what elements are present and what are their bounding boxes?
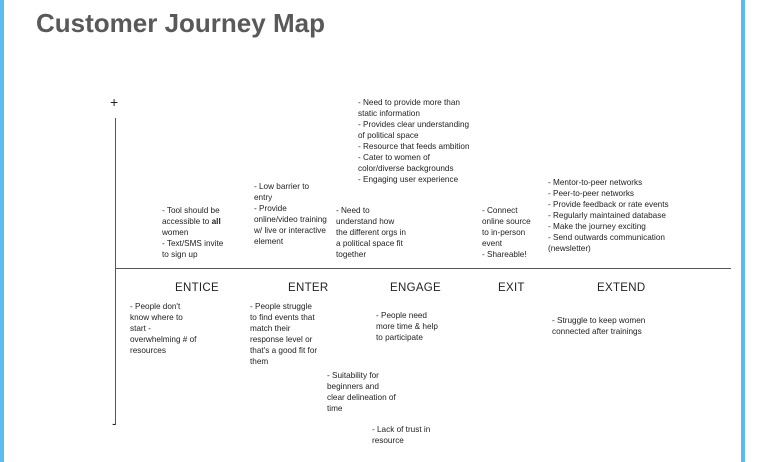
note-line: more time & help — [376, 322, 438, 331]
note-line: to in-person — [482, 228, 526, 237]
stage-exit: EXIT — [498, 282, 525, 294]
axis-plus-label: + — [110, 94, 119, 110]
stage-extend: EXTEND — [597, 282, 646, 294]
note-engage-negative-low: - Suitability for beginners and clear de… — [327, 370, 396, 414]
note-line: - Shareable! — [482, 250, 527, 259]
note-line: that's a good fit for — [250, 346, 318, 355]
note-line: - Provide feedback or rate events — [548, 200, 669, 209]
note-line: online/video training — [254, 215, 327, 224]
note-line: - People need — [376, 311, 427, 320]
note-line: resource — [372, 436, 404, 445]
note-line: - Engaging user experience — [358, 175, 459, 184]
note-entice-positive: - Tool should be accessible to all women… — [162, 205, 223, 260]
note-line: to sign up — [162, 250, 198, 259]
note-line: - Text/SMS invite — [162, 239, 224, 248]
note-line: - Provide — [254, 204, 287, 213]
note-entice-negative: - People don't know where to start - ove… — [130, 301, 196, 356]
note-line: understand how — [336, 217, 395, 226]
note-line: event — [482, 239, 503, 248]
note-line: start - — [130, 324, 151, 333]
note-line: beginners and — [327, 382, 379, 391]
note-enter-negative: - People struggle to find events that ma… — [250, 301, 317, 367]
note-line: - Connect — [482, 206, 518, 215]
vertical-axis — [115, 118, 116, 425]
note-line: - Mentor-to-peer networks — [548, 178, 643, 187]
note-line: w/ live or interactive — [254, 226, 326, 235]
note-line: response level or — [250, 335, 313, 344]
note-engage-positive-top: - Need to provide more than static infor… — [358, 97, 470, 185]
note-line: resources — [130, 346, 166, 355]
note-line: - Low barrier to — [254, 182, 310, 191]
note-engage-positive-low: - Need to understand how the different o… — [336, 205, 406, 260]
note-line: women — [162, 228, 189, 237]
note-line: - People don't — [130, 302, 181, 311]
note-enter-positive: - Low barrier to entry - Provide online/… — [254, 181, 327, 247]
note-line: (newsletter) — [548, 244, 591, 253]
note-line: accessible to all — [162, 217, 221, 226]
note-line: clear delineation of — [327, 393, 396, 402]
note-line: color/diverse backgrounds — [358, 164, 454, 173]
page-title: Customer Journey Map — [36, 8, 325, 38]
stage-entice: ENTICE — [175, 282, 219, 294]
axis-minus-label: - — [112, 415, 117, 431]
horizontal-axis — [115, 268, 731, 269]
right-border — [741, 0, 745, 462]
note-line: overwhelming # of — [130, 335, 197, 344]
note-line: to find events that — [250, 313, 315, 322]
note-line: to participate — [376, 333, 423, 342]
note-line: - Struggle to keep women — [552, 316, 646, 325]
left-border — [0, 0, 4, 462]
note-engage-negative: - People need more time & help to partic… — [376, 310, 438, 343]
note-line: together — [336, 250, 367, 259]
note-line: - Tool should be — [162, 206, 220, 215]
note-line: - Peer-to-peer networks — [548, 189, 635, 198]
note-line: - Cater to women of — [358, 153, 430, 162]
note-line: know where to — [130, 313, 183, 322]
note-line: entry — [254, 193, 273, 202]
note-engage-negative-lowest: - Lack of trust in resource — [372, 424, 430, 446]
note-line: connected after trainings — [552, 327, 642, 336]
note-line: time — [327, 404, 343, 413]
note-line: - People struggle — [250, 302, 312, 311]
note-line: - Send outwards communication — [548, 233, 665, 242]
note-extend-negative: - Struggle to keep women connected after… — [552, 315, 645, 337]
note-line: - Need to provide more than — [358, 98, 460, 107]
note-line: static information — [358, 109, 420, 118]
note-extend-positive: - Mentor-to-peer networks - Peer-to-peer… — [548, 177, 669, 254]
note-line: - Lack of trust in — [372, 425, 431, 434]
note-exit-positive: - Connect online source to in-person eve… — [482, 205, 531, 260]
stage-engage: ENGAGE — [390, 282, 442, 294]
note-line: the different orgs in — [336, 228, 406, 237]
note-line: element — [254, 237, 284, 246]
note-line: - Regularly maintained database — [548, 211, 666, 220]
note-line: - Resource that feeds ambition — [358, 142, 470, 151]
note-line: a political space fit — [336, 239, 403, 248]
note-line: them — [250, 357, 269, 366]
note-line: - Make the journey exciting — [548, 222, 646, 231]
note-line: match their — [250, 324, 291, 333]
stage-enter: ENTER — [288, 282, 329, 294]
note-line: online source — [482, 217, 531, 226]
note-line: - Provides clear understanding — [358, 120, 470, 129]
note-line: - Suitability for — [327, 371, 379, 380]
note-line: - Need to — [336, 206, 370, 215]
note-line: of political space — [358, 131, 419, 140]
